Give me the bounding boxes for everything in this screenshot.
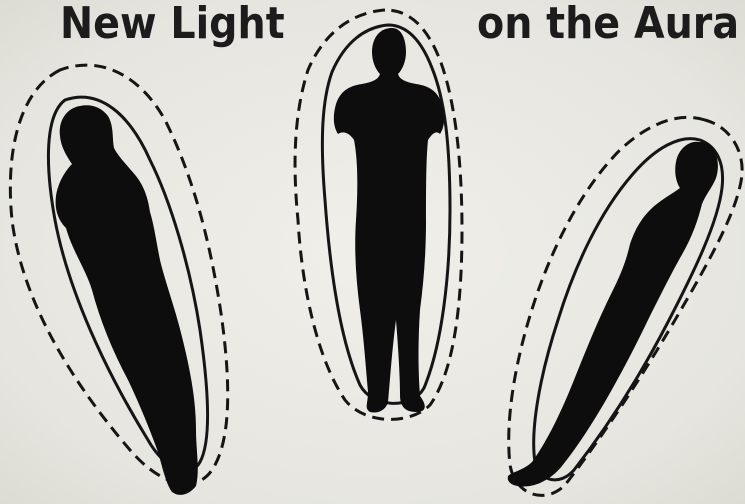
silhouette-right bbox=[508, 142, 718, 487]
figure-left-group bbox=[10, 65, 227, 495]
figure-right-group bbox=[508, 117, 742, 495]
figure-center-group bbox=[295, 10, 462, 419]
